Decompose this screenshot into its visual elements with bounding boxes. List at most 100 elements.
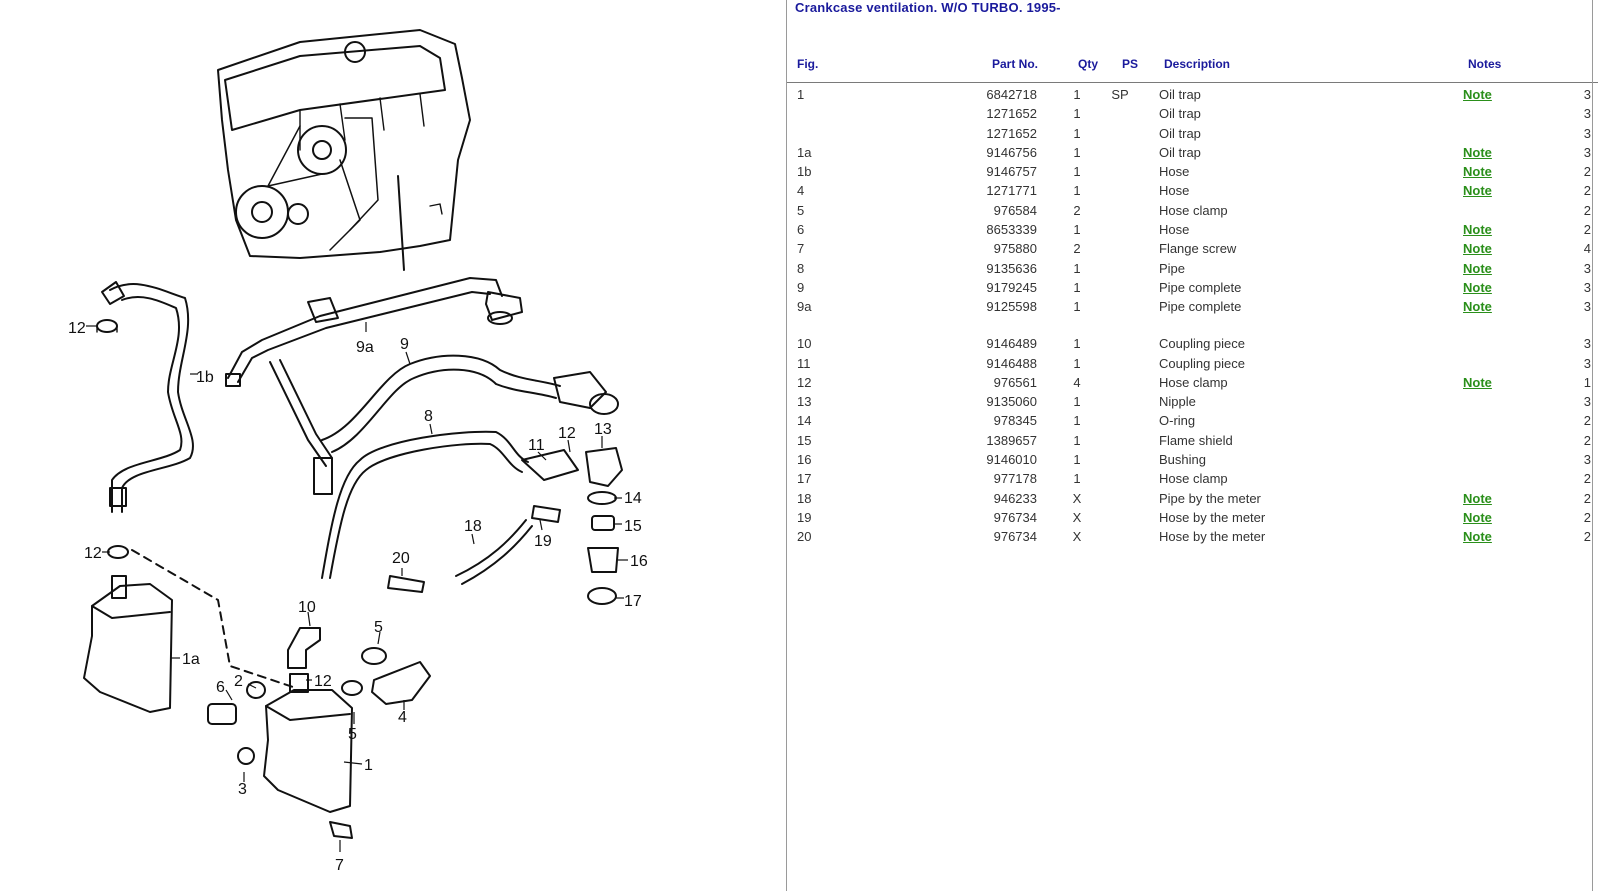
- cell-description: Oil trap: [1159, 106, 1201, 122]
- cell-extra: 3: [1583, 336, 1591, 352]
- cell-part-number: 9146010: [986, 452, 1037, 468]
- column-header-ps: PS: [1122, 57, 1139, 71]
- cell-fig: 1b: [797, 164, 812, 180]
- coupling-11-drawing: [521, 449, 579, 481]
- callout-3: 3: [238, 781, 247, 798]
- cell-extra: 2: [1583, 490, 1591, 506]
- o-ring-drawing: [587, 491, 617, 505]
- callout-12: 12: [84, 545, 102, 562]
- note-link[interactable]: Note: [1463, 87, 1492, 102]
- oil-trap-1a-drawing: [83, 545, 173, 713]
- note-link[interactable]: Note: [1463, 222, 1492, 238]
- cell-part-number: 9135636: [986, 260, 1037, 276]
- column-header-fig: Fig.: [797, 57, 819, 71]
- note-link[interactable]: Note: [1463, 183, 1492, 199]
- note-link[interactable]: Note: [1463, 509, 1492, 525]
- note-link[interactable]: Note: [1463, 529, 1492, 545]
- cell-part-number: 9146488: [986, 355, 1037, 371]
- cell-fig: 4: [797, 183, 805, 199]
- cell-description: Flange screw: [1159, 241, 1237, 257]
- note-link[interactable]: Note: [1463, 299, 1492, 315]
- cell-extra: 3: [1583, 144, 1591, 160]
- cell-quantity: 1: [1073, 471, 1081, 487]
- callout-9a: 9a: [356, 339, 374, 356]
- callout-12: 12: [558, 425, 576, 442]
- cell-extra: 1: [1583, 374, 1591, 390]
- cell-quantity: 1: [1073, 413, 1081, 429]
- callout-6: 6: [216, 679, 225, 696]
- cell-part-number: 9146756: [986, 144, 1037, 160]
- cell-quantity: 1: [1073, 336, 1081, 352]
- nipple-13-drawing: [585, 447, 623, 487]
- callout-11: 11: [528, 437, 545, 454]
- callout-4: 4: [398, 709, 407, 726]
- bushing-drawing: [587, 547, 619, 573]
- cell-quantity: 1: [1073, 106, 1081, 122]
- note-link[interactable]: Note: [1463, 144, 1492, 160]
- cell-quantity: 1: [1073, 279, 1081, 295]
- cell-quantity: 1: [1073, 355, 1081, 371]
- cell-description: Flame shield: [1159, 432, 1233, 448]
- cell-fig: 17: [797, 471, 812, 487]
- cell-extra: 3: [1583, 299, 1591, 315]
- note-link[interactable]: Note: [1463, 260, 1492, 276]
- cell-part-number: 976561: [993, 374, 1037, 390]
- cell-fig: 16: [797, 452, 812, 468]
- hose-6-drawing: [207, 703, 237, 725]
- cell-fig: 8: [797, 260, 805, 276]
- cell-description: Nipple: [1159, 394, 1196, 410]
- cell-extra: 2: [1583, 432, 1591, 448]
- cell-part-number: 1389657: [986, 432, 1037, 448]
- cell-part-number: 9135060: [986, 394, 1037, 410]
- note-link[interactable]: Note: [1463, 164, 1492, 180]
- cell-fig: 9: [797, 279, 805, 295]
- hose-19-drawing: [531, 505, 561, 523]
- cell-description: Hose: [1159, 164, 1190, 180]
- cell-description: Coupling piece: [1159, 336, 1246, 352]
- note-link[interactable]: Note: [1463, 241, 1492, 257]
- callout-16: 16: [630, 553, 648, 570]
- note-link[interactable]: Note: [1463, 490, 1492, 506]
- note-link[interactable]: Note: [1463, 279, 1492, 295]
- cell-description: Bushing: [1159, 452, 1206, 468]
- pipe-8-drawing: [321, 430, 529, 579]
- cell-quantity: 1: [1073, 260, 1081, 276]
- column-header-notes: Notes: [1468, 57, 1502, 71]
- page-right-border: [1592, 0, 1593, 891]
- note-link[interactable]: Note: [1463, 374, 1492, 390]
- cell-ps: SP: [1111, 87, 1129, 102]
- cell-part-number: 1271652: [986, 125, 1037, 141]
- cell-part-number: 9146489: [986, 336, 1037, 352]
- coupling-10-drawing: [287, 627, 321, 669]
- cell-quantity: X: [1072, 490, 1082, 506]
- cell-quantity: X: [1072, 509, 1082, 525]
- cell-description: Hose clamp: [1159, 374, 1228, 390]
- callout-15: 15: [624, 518, 642, 535]
- parts-list-panel: Crankcase ventilation. W/O TURBO. 1995- …: [786, 0, 1598, 891]
- hose-clamp-drawing: [96, 319, 118, 333]
